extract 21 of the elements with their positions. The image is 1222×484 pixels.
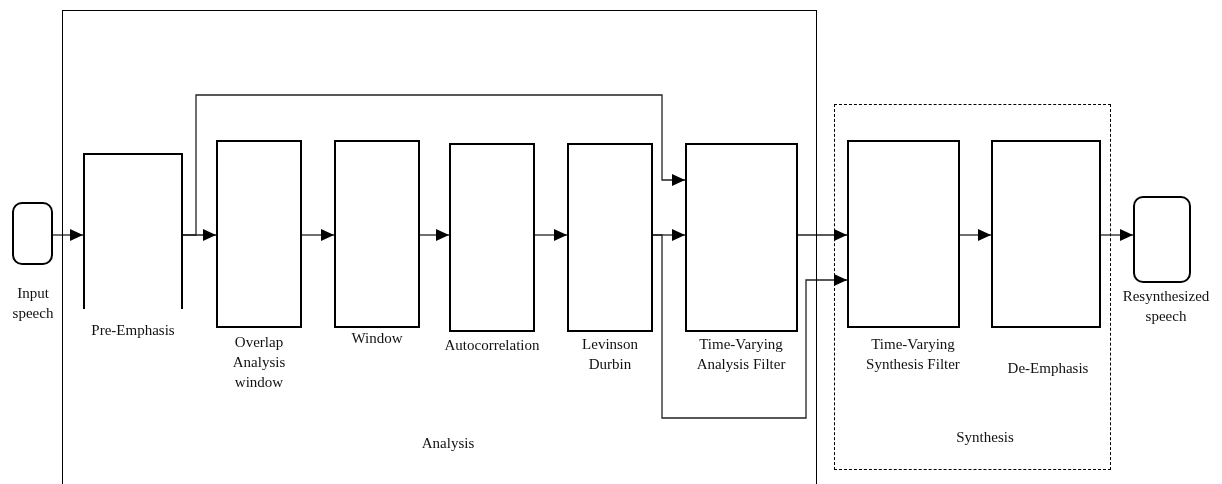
block-label: Time-Varying Analysis Filter <box>695 335 787 374</box>
arrow <box>959 229 992 241</box>
block-label: De-Emphasis <box>1006 359 1090 378</box>
block-label: Levinson Durbin <box>581 335 639 374</box>
arrow <box>52 229 84 241</box>
arrow <box>182 94 686 236</box>
block-label: Window <box>350 329 404 348</box>
block-label: Pre-Emphasis <box>90 321 176 340</box>
arrow <box>534 229 568 241</box>
terminal-label: Input speech <box>11 284 55 323</box>
arrow <box>652 234 848 419</box>
block-label: Time-Varying Synthesis Filter <box>865 335 961 374</box>
block-label: Overlap Analysis window <box>231 333 287 392</box>
block-label: Autocorrelation <box>443 336 541 355</box>
terminal-label: Resynthesized speech <box>1121 287 1211 326</box>
group-label: Analysis <box>420 434 476 453</box>
arrow <box>797 229 848 241</box>
arrow <box>419 229 450 241</box>
group-label: Synthesis <box>955 428 1015 447</box>
arrow <box>301 229 335 241</box>
arrow <box>1100 229 1134 241</box>
